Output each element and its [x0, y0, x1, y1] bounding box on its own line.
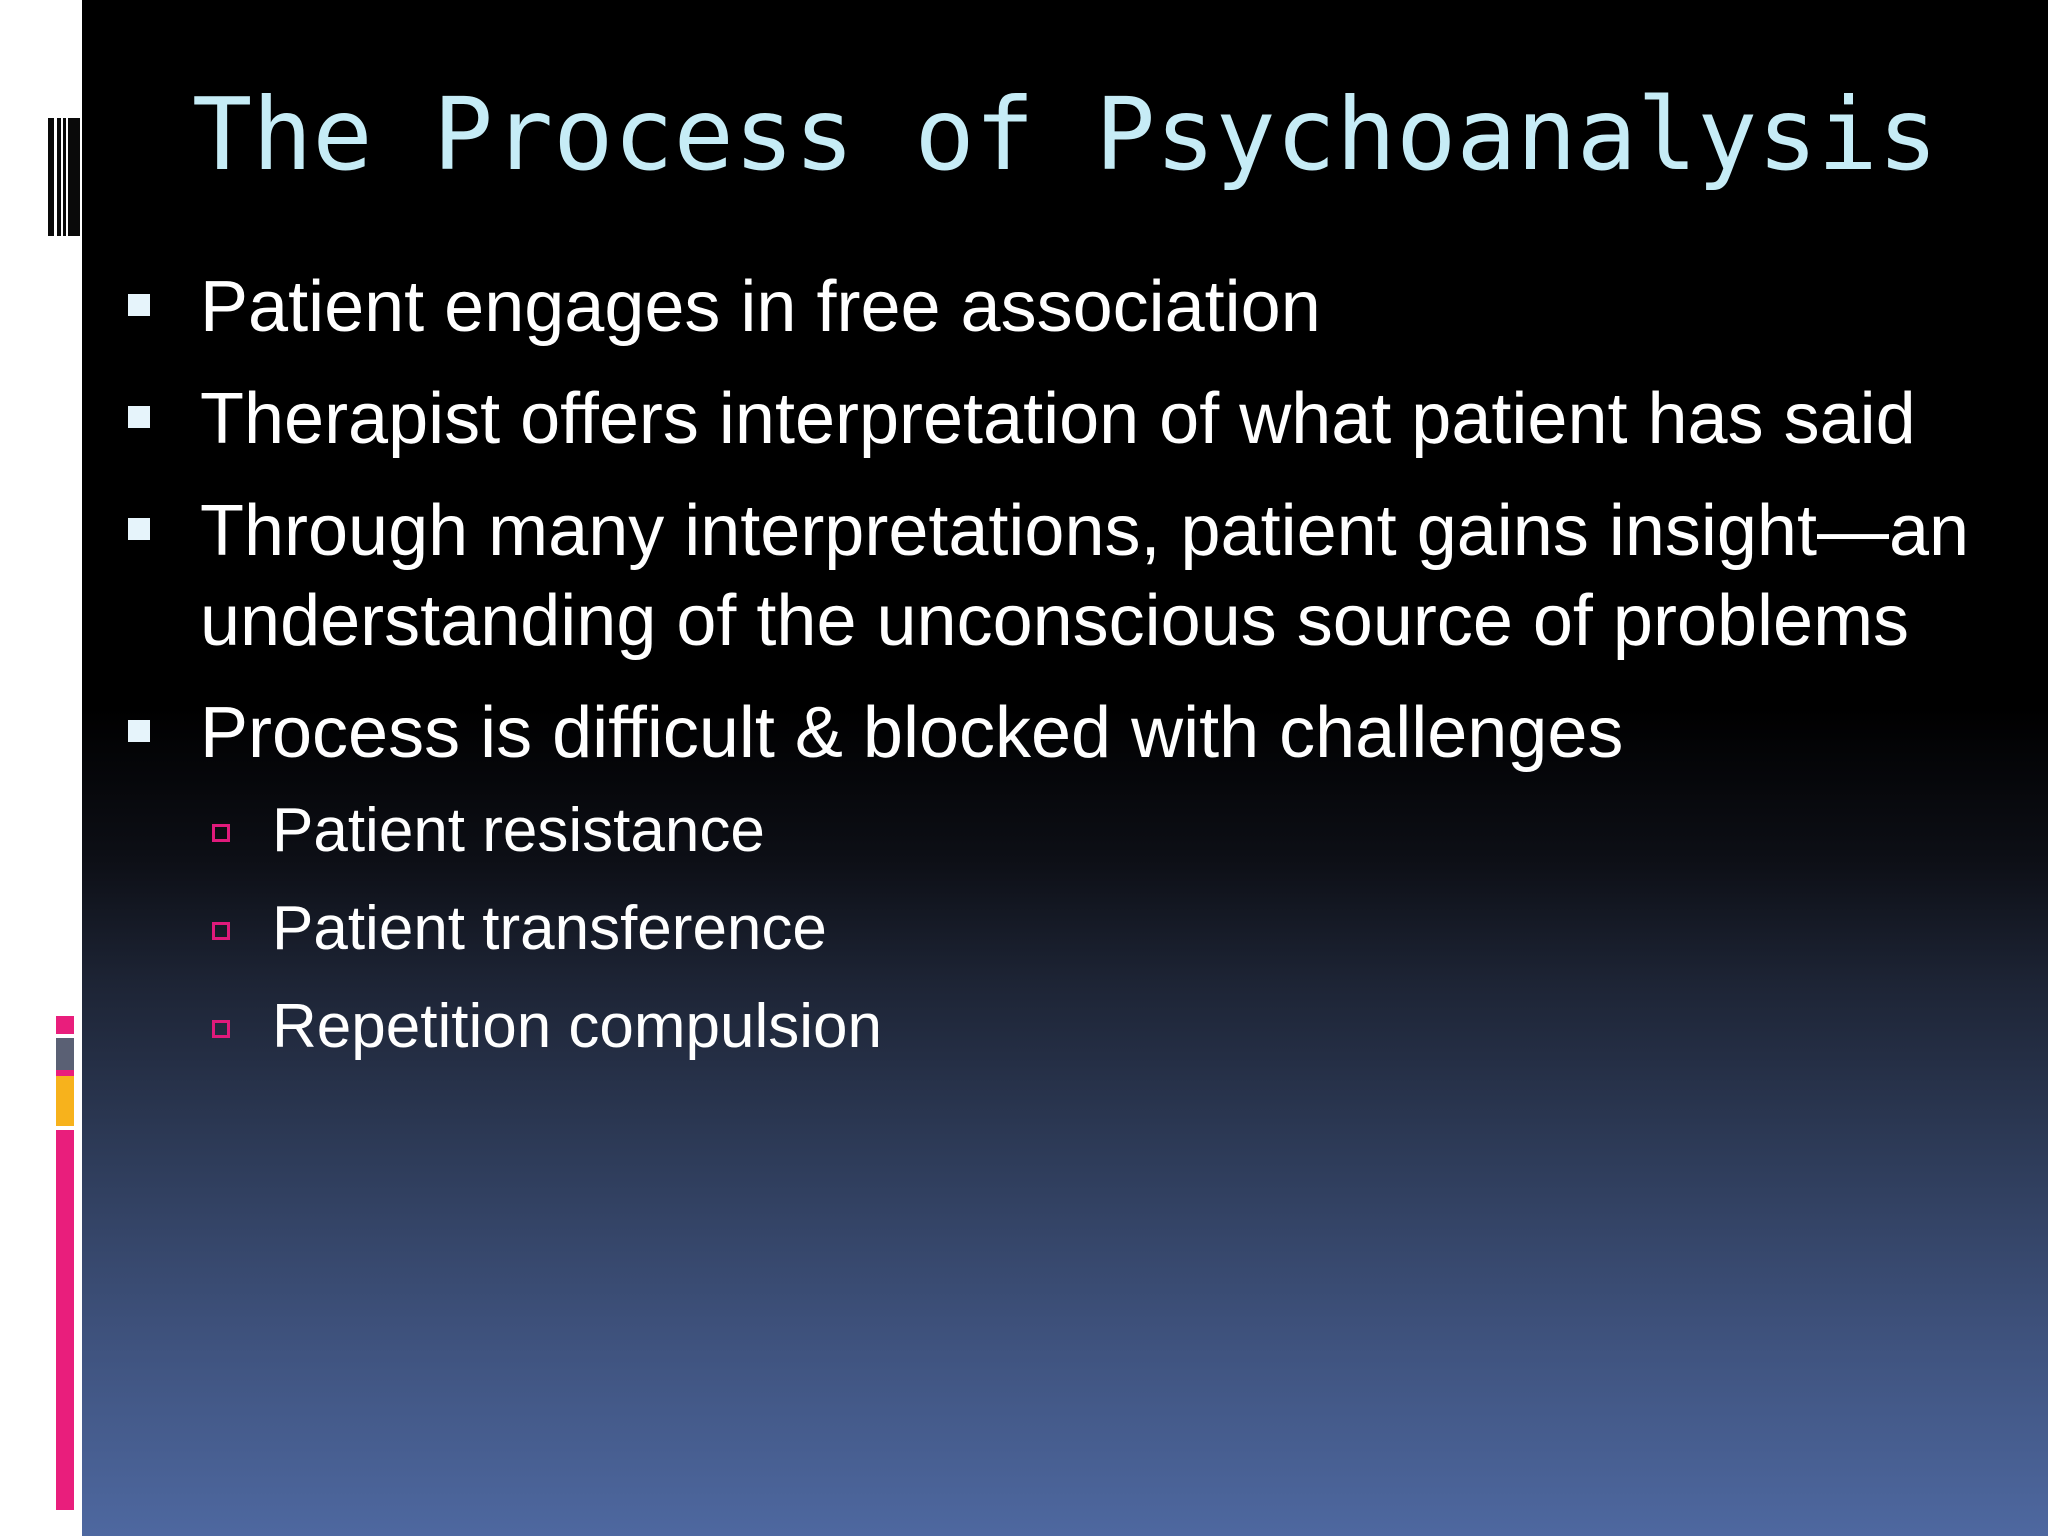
bullet-text: Therapist offers interpretation of what …: [200, 379, 1916, 459]
accent-bar-gray: [56, 1038, 74, 1070]
slide-title: The Process of Psychoanalysis: [192, 76, 1938, 193]
bullet-text: Through many interpretations, patient ga…: [200, 491, 1970, 661]
left-decoration-strip: [0, 0, 82, 1536]
filled-square-icon: [128, 294, 150, 316]
bullet-text: Process is difficult & blocked with chal…: [200, 693, 1624, 773]
bullet-item: Through many interpretations, patient ga…: [128, 486, 2008, 666]
hollow-square-icon: [212, 1020, 230, 1038]
bullet-item: Patient engages in free association: [128, 262, 2008, 352]
accent-bar-pink-mid: [56, 1070, 74, 1076]
bullet-item: Process is difficult & blocked with chal…: [128, 688, 2008, 778]
sub-bullet-item: Patient transference: [128, 890, 2008, 968]
sub-bullet-item: Patient resistance: [128, 792, 2008, 870]
content-background: [82, 0, 2048, 1536]
filled-square-icon: [128, 406, 150, 428]
accent-bar-pink-top: [56, 1016, 74, 1034]
bullet-text: Patient engages in free association: [200, 267, 1321, 347]
bullet-item: Therapist offers interpretation of what …: [128, 374, 2008, 464]
sub-bullet-text: Patient transference: [272, 894, 827, 963]
filled-square-icon: [128, 720, 150, 742]
bullet-list: Patient engages in free association Ther…: [128, 262, 2008, 1086]
sub-bullet-text: Patient resistance: [272, 796, 765, 865]
accent-bar-pink-long: [56, 1130, 74, 1510]
filled-square-icon: [128, 518, 150, 540]
striped-decoration: [48, 118, 80, 236]
accent-bar-orange: [56, 1076, 74, 1126]
sub-bullet-item: Repetition compulsion: [128, 988, 2008, 1066]
hollow-square-icon: [212, 824, 230, 842]
sub-bullet-text: Repetition compulsion: [272, 992, 883, 1061]
hollow-square-icon: [212, 922, 230, 940]
